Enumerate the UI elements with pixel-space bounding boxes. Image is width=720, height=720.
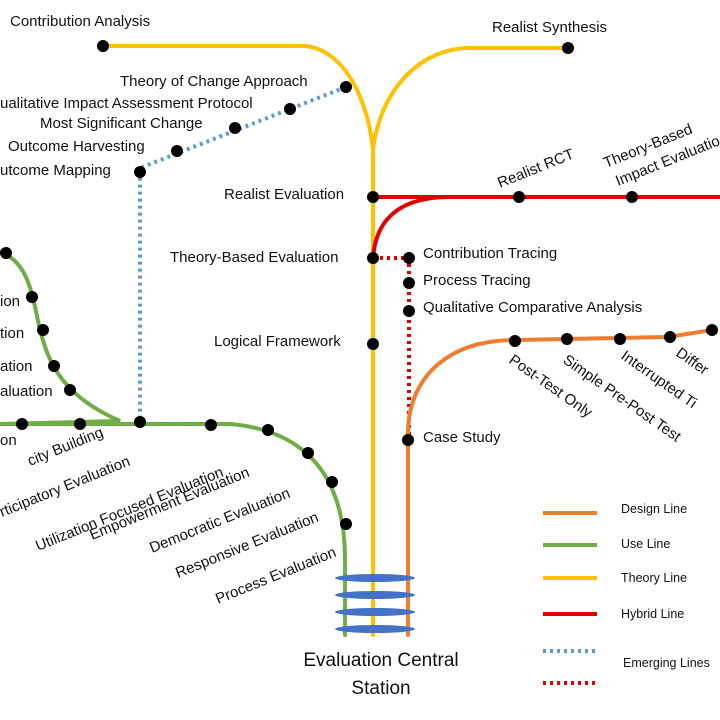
label-differ: Differ [673,344,712,378]
stop-outcome-harvesting[interactable] [171,145,183,157]
legend-theory-label: Theory Line [621,571,687,585]
station-title-line2: Station [351,678,410,699]
legend: Design Line Use Line Theory Line Hybrid … [543,502,710,685]
stop-case-study[interactable] [402,434,414,446]
label-theory-of-change: Theory of Change Approach [120,73,308,90]
label-use-left-1: ion [0,293,20,310]
stop-simple-pre-post[interactable] [561,333,573,345]
stop-post-test-only[interactable] [509,335,521,347]
label-case-study: Case Study [423,429,501,446]
stop-use-left-1[interactable] [26,291,38,303]
stop-capacity-building[interactable] [74,418,86,430]
central-station [335,574,415,633]
label-process-tracing: Process Tracing [423,272,531,289]
station-title-line1: Evaluation Central [303,650,458,671]
hybrid-line-branch [371,195,452,260]
stop-process-tracing[interactable] [403,277,415,289]
stop-realist-synthesis[interactable] [562,42,574,54]
label-capacity-building: city Building [25,424,106,470]
stop-most-significant-change[interactable] [229,122,241,134]
stop-theory-based-evaluation[interactable] [367,252,379,264]
label-contribution-tracing: Contribution Tracing [423,245,557,262]
stop-interrupted[interactable] [614,333,626,345]
stop-theory-based-impact[interactable] [626,191,638,203]
stops [0,40,718,530]
stop-empowerment[interactable] [262,424,274,436]
stop-responsive[interactable] [326,476,338,488]
stop-utilization-focused[interactable] [205,419,217,431]
label-contribution-analysis: Contribution Analysis [10,13,150,30]
legend-design-label: Design Line [621,502,687,516]
stop-labels: Contribution Analysis Realist Synthesis … [0,13,720,608]
stop-contribution-tracing[interactable] [403,252,415,264]
stop-theory-of-change[interactable] [340,81,352,93]
stop-use-left-3[interactable] [48,360,60,372]
legend-use-label: Use Line [621,537,670,551]
label-realist-evaluation: Realist Evaluation [224,186,344,203]
legend-hybrid-label: Hybrid Line [621,607,684,621]
theory-line [101,44,375,637]
label-qiap: ualitative Impact Assessment Protocol [0,95,253,112]
stop-participatory[interactable] [134,416,146,428]
stop-qiap[interactable] [284,103,296,115]
stop-use-left-2[interactable] [37,324,49,336]
legend-emerging-label: Emerging Lines [623,656,710,670]
stop-differ-1[interactable] [664,331,676,343]
use-line-main [0,422,347,637]
stop-logical-framework[interactable] [367,338,379,350]
stop-differ-2[interactable] [706,324,718,336]
stop-democratic[interactable] [302,447,314,459]
stop-process-evaluation[interactable] [340,518,352,530]
label-realist-synthesis: Realist Synthesis [492,19,607,36]
theory-line-branch [371,46,570,152]
stop-use-left-5[interactable] [16,418,28,430]
label-use-left-3: ation [0,358,33,375]
label-qca: Qualitative Comparative Analysis [423,299,642,316]
label-use-left-4: aluation [0,383,53,400]
label-theory-based-evaluation: Theory-Based Evaluation [170,249,338,266]
label-most-significant-change: Most Significant Change [40,115,203,132]
label-use-left-5: on [0,432,17,449]
stop-qca[interactable] [403,305,415,317]
stop-realist-rct[interactable] [513,191,525,203]
stop-contribution-analysis[interactable] [97,40,109,52]
label-outcome-harvesting: Outcome Harvesting [8,138,145,155]
stop-use-left-top[interactable] [0,247,12,259]
label-outcome-mapping: utcome Mapping [0,162,111,179]
label-logical-framework: Logical Framework [214,333,341,350]
stop-use-left-4[interactable] [64,384,76,396]
label-use-left-2: tion [0,325,24,342]
label-realist-rct: Realist RCT [495,146,576,192]
stop-outcome-mapping[interactable] [134,166,146,178]
label-utilization-focused: Utilization Focused Evaluation [33,464,226,555]
stop-realist-evaluation[interactable] [367,191,379,203]
